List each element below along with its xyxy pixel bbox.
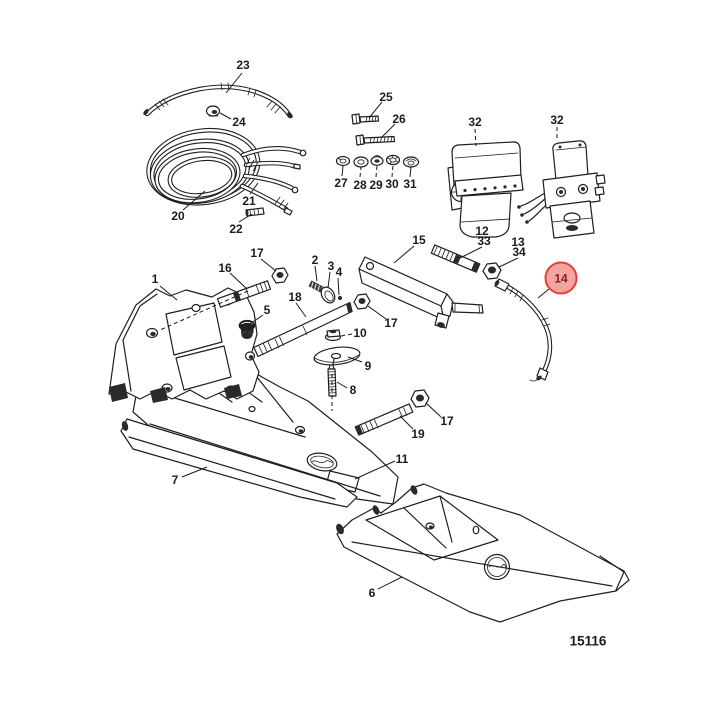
- callout-17-a: 17: [250, 246, 264, 260]
- nut-10-part: [324, 329, 342, 342]
- callout-33: 33: [477, 234, 491, 248]
- plate-11-logo-emblem: [306, 452, 338, 472]
- callout-28: 28: [353, 178, 367, 192]
- gimbal-plate-7-part: [120, 418, 358, 508]
- callout-22: 22: [229, 222, 243, 236]
- alignment-dashed-lines: [159, 290, 333, 411]
- trim-pump-32b-part: [517, 140, 606, 239]
- callout-29: 29: [369, 178, 383, 192]
- callout-19: 19: [411, 427, 425, 441]
- anchor-plate-6-part: [336, 483, 630, 623]
- locknut-29-part: [370, 155, 384, 166]
- pivot-pin-16-part: [216, 280, 272, 308]
- nut-17c-part: [410, 389, 430, 408]
- callout-1: 1: [151, 272, 159, 286]
- nut-17a-part: [271, 267, 289, 284]
- tab-washer-24-part: [205, 105, 221, 117]
- washer-28-part: [353, 156, 369, 168]
- drawing-number: 15116: [569, 633, 607, 649]
- trim-cylinder-15-part: [358, 256, 484, 329]
- screw-25-part: [351, 113, 380, 125]
- callout-32-left: 32: [468, 115, 482, 129]
- callout-7: 7: [171, 473, 179, 487]
- tilt-shaft-18-part: [253, 301, 353, 358]
- hydraulic-hose-23-part: [143, 82, 293, 119]
- callout-27: 27: [334, 176, 348, 190]
- callout-23: 23: [236, 58, 250, 72]
- callout-10: 10: [353, 326, 367, 340]
- screw-26-part: [355, 134, 396, 146]
- sleeve-22-part: [245, 207, 265, 217]
- callout-8: 8: [349, 383, 357, 397]
- callout-32-right: 32: [550, 113, 564, 127]
- callout-9: 9: [364, 359, 372, 373]
- washer-27-part: [335, 155, 351, 167]
- callout-25: 25: [379, 90, 393, 104]
- flange-nut-31-part: [402, 156, 420, 168]
- transom-bracket-1-part: [108, 287, 260, 403]
- callout-31: 31: [403, 177, 417, 191]
- battery-cable-coil-20-part: [146, 128, 261, 206]
- callout-11: 11: [395, 452, 409, 466]
- trim-hose-14-part: [494, 278, 553, 382]
- callout-5: 5: [263, 303, 271, 317]
- pivot-shaft-19-part: [354, 403, 414, 436]
- nut-13-part: [482, 262, 502, 280]
- callout-3: 3: [327, 259, 335, 273]
- callout-24: 24: [232, 115, 246, 129]
- wire-harness-21-part: [239, 146, 307, 216]
- callout-34: 34: [512, 245, 526, 259]
- callout-2: 2: [311, 253, 319, 267]
- nut-17b-part: [353, 293, 371, 310]
- anchor-pin-12-part: [430, 244, 481, 273]
- callout-12: 12: [475, 224, 489, 238]
- callout-13: 13: [511, 235, 525, 249]
- callout-18: 18: [288, 290, 302, 304]
- callout-17-b: 17: [384, 316, 398, 330]
- callout-30: 30: [385, 177, 399, 191]
- callout-21: 21: [242, 194, 256, 208]
- pin-4-part: [338, 296, 342, 300]
- anode-plate-9-part: [313, 346, 361, 372]
- leader-lines: [159, 72, 558, 590]
- callout-17-c: 17: [440, 414, 454, 428]
- highlight-callout-14[interactable]: 14: [544, 261, 578, 295]
- callout-6: 6: [368, 586, 376, 600]
- plate-6-logo-emblem: [483, 553, 511, 581]
- callout-16: 16: [218, 261, 232, 275]
- callout-20: 20: [171, 209, 185, 223]
- callout-15: 15: [412, 233, 426, 247]
- callout-4: 4: [335, 265, 343, 279]
- trim-pump-32a-part: [447, 141, 524, 238]
- washer-3-part: [320, 286, 336, 304]
- callout-26: 26: [392, 112, 406, 126]
- star-washer-30-part: [385, 154, 401, 166]
